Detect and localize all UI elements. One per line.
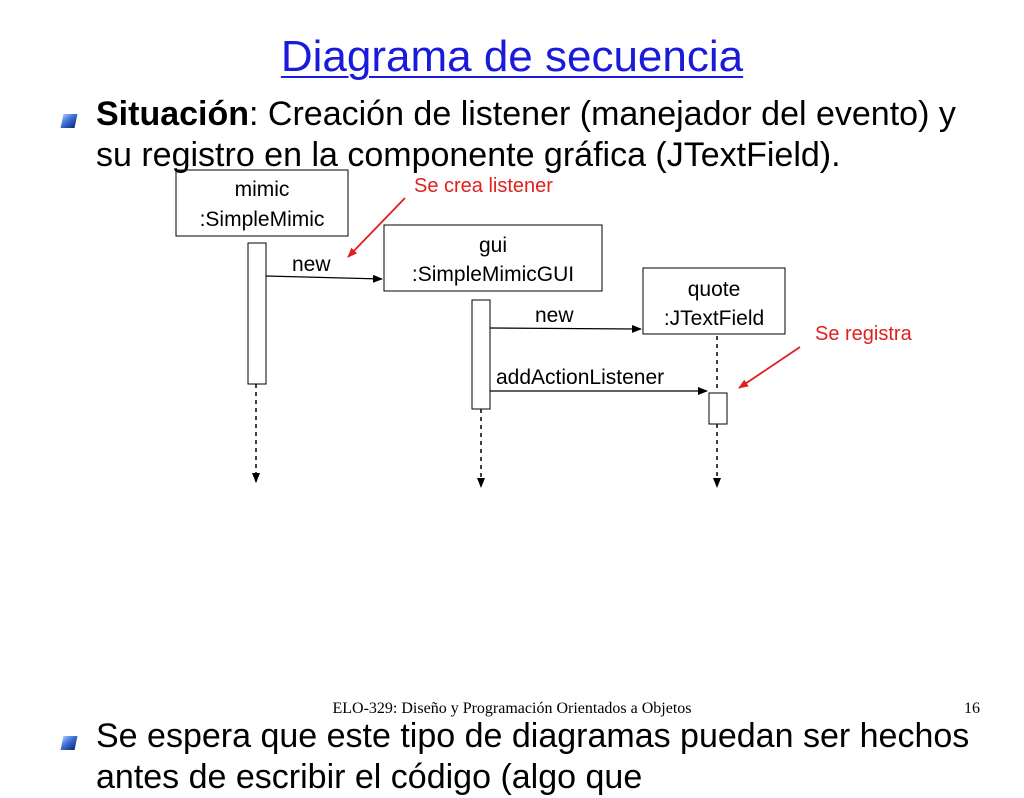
bullet-paragraph-1: Situación: Creación de listener (manejad… <box>96 94 976 176</box>
object-quote-type: :JTextField <box>664 307 764 330</box>
note-se-registra: Se registra <box>815 323 913 345</box>
activation-bar-gui <box>471 299 491 410</box>
bullet-icon <box>60 736 78 750</box>
footer-course: ELO-329: Diseño y Programación Orientado… <box>332 700 692 717</box>
slide-title: Diagrama de secuencia <box>280 32 744 81</box>
bullet-2-text: Se espera que este tipo de diagramas pue… <box>96 717 970 796</box>
message-label-new-gui: new <box>292 253 331 276</box>
bullet-1-text: : Creación de listener (manejador del ev… <box>96 95 956 174</box>
object-box-mimic <box>175 169 349 237</box>
note-arrow-registra <box>738 346 801 389</box>
sequence-diagram: mimic :SimpleMimic gui :SimpleMimicGUI q… <box>175 169 913 488</box>
activation-bar-quote <box>708 392 728 425</box>
object-mimic-name: mimic <box>235 178 290 201</box>
object-mimic-type: :SimpleMimic <box>200 208 325 231</box>
message-label-add-listener: addActionListener <box>496 366 664 389</box>
bullet-paragraph-2: Se espera que este tipo de diagramas pue… <box>96 716 976 798</box>
object-box-quote <box>642 267 786 335</box>
note-arrow-crea-listener <box>347 197 406 258</box>
message-label-new-quote: new <box>535 304 574 327</box>
note-se-crea-listener: Se crea listener <box>414 175 553 197</box>
object-box-gui <box>383 224 603 292</box>
object-gui-name: gui <box>479 234 507 257</box>
activation-bar-mimic <box>247 242 267 385</box>
bullet-1-bold: Situación <box>96 95 250 133</box>
object-quote-name: quote <box>688 278 741 301</box>
object-gui-type: :SimpleMimicGUI <box>412 263 574 286</box>
page-number: 16 <box>964 700 980 717</box>
message-arrow-new-quote <box>489 324 642 333</box>
message-arrow-new-gui <box>265 274 383 283</box>
